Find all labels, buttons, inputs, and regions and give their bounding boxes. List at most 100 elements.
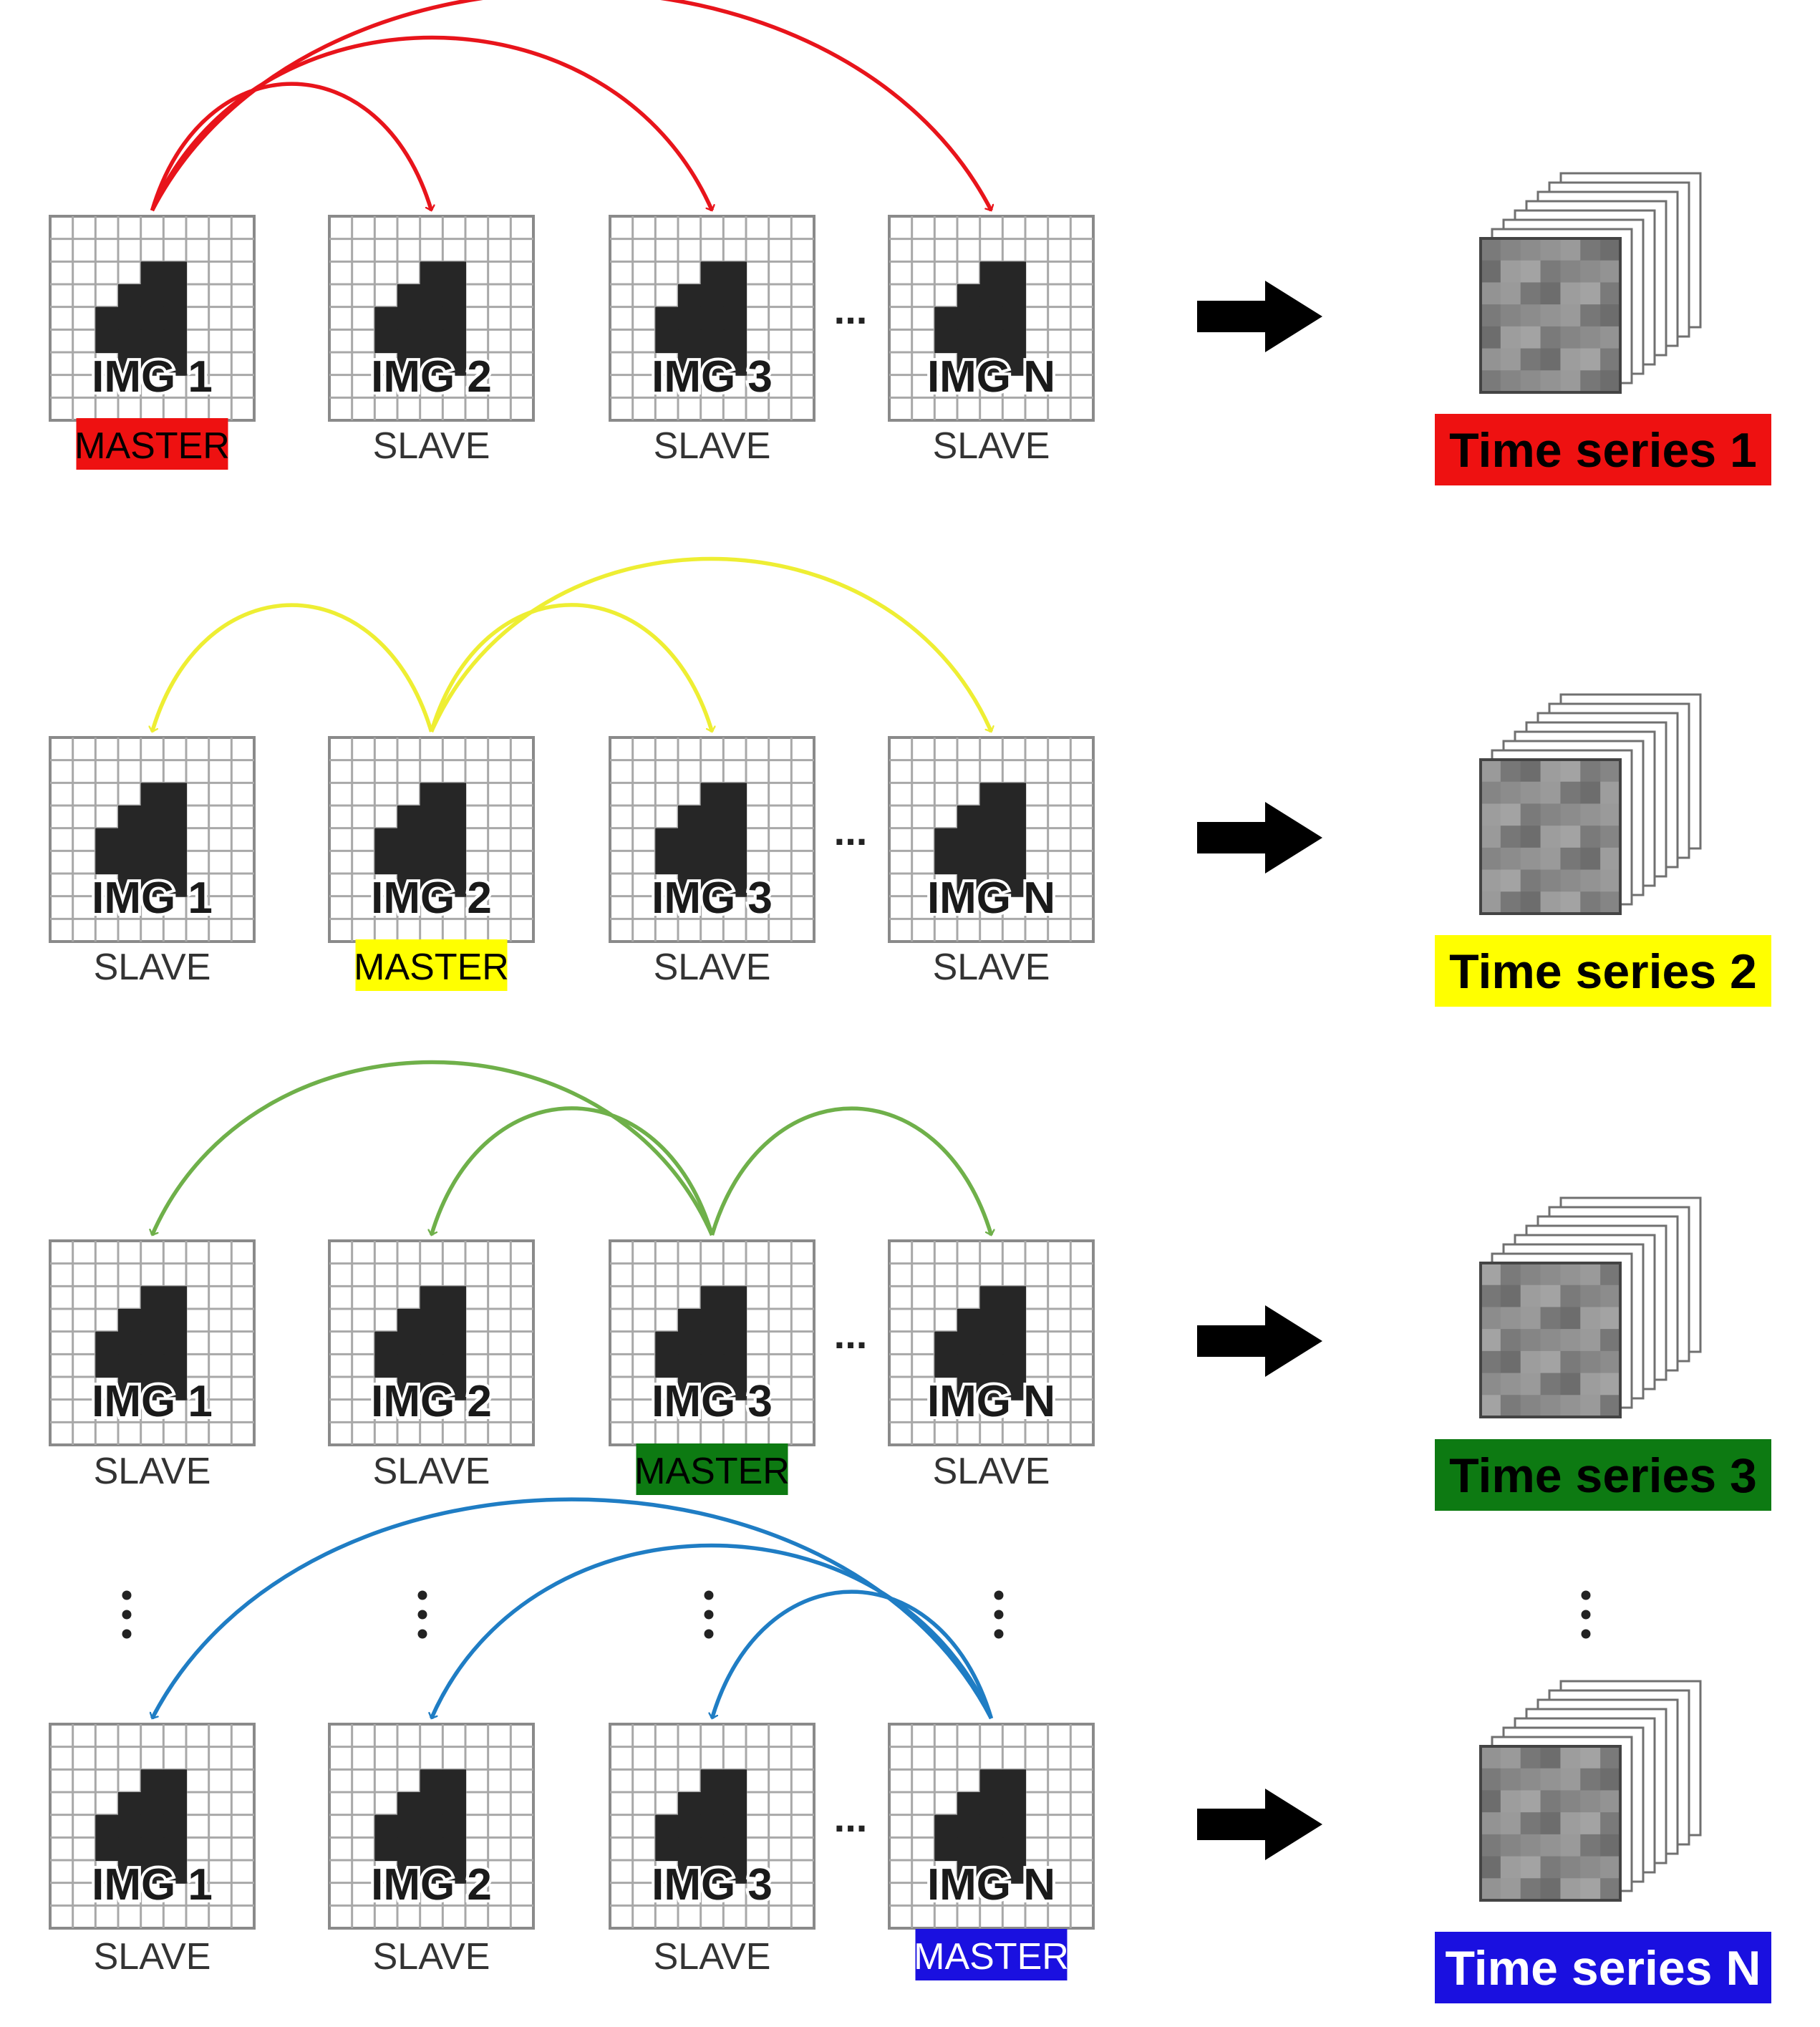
noise-pixel bbox=[1481, 1790, 1501, 1814]
dark-pixel bbox=[140, 1837, 165, 1861]
dark-pixel bbox=[140, 1814, 165, 1839]
noise-pixel bbox=[1540, 869, 1562, 893]
dark-pixel bbox=[442, 1286, 466, 1310]
noise-pixel bbox=[1500, 238, 1521, 261]
dark-pixel bbox=[163, 828, 187, 852]
slave-label: SLAVE bbox=[373, 425, 490, 467]
dark-pixel bbox=[655, 1814, 679, 1839]
noise-pixel bbox=[1580, 847, 1602, 871]
dark-pixel bbox=[700, 1286, 725, 1310]
image-label: IMG 1 bbox=[92, 1377, 213, 1426]
dark-pixel bbox=[700, 851, 725, 874]
noise-pixel bbox=[1481, 1285, 1501, 1308]
dark-pixel bbox=[118, 1792, 142, 1816]
image-label: IMG 3 bbox=[652, 874, 773, 923]
dark-pixel bbox=[1002, 329, 1026, 353]
noise-pixel bbox=[1481, 847, 1501, 871]
time-series-highlight bbox=[1435, 414, 1771, 485]
image-label: IMG N bbox=[927, 1860, 1055, 1910]
dark-pixel bbox=[397, 1354, 421, 1378]
noise-pixel bbox=[1560, 1746, 1582, 1769]
slave-label: SLAVE bbox=[94, 947, 211, 988]
registration-arc bbox=[150, 82, 432, 211]
image-label: IMG N bbox=[927, 874, 1055, 923]
noise-pixel bbox=[1540, 891, 1562, 914]
ellipsis-dot bbox=[704, 1590, 714, 1600]
noise-pixel bbox=[1481, 238, 1501, 261]
noise-pixel bbox=[1481, 1768, 1501, 1791]
ellipsis-dot bbox=[122, 1610, 132, 1620]
dark-pixel bbox=[700, 1814, 725, 1839]
dark-pixel bbox=[140, 783, 165, 806]
dark-pixel bbox=[420, 284, 444, 308]
front-frame bbox=[1479, 237, 1622, 394]
time-series-label: Time series N bbox=[1445, 1941, 1761, 1995]
noise-pixel bbox=[1520, 1307, 1541, 1330]
noise-pixel bbox=[1600, 348, 1621, 372]
slave-label: SLAVE bbox=[373, 1936, 490, 1978]
noise-pixel bbox=[1560, 803, 1582, 827]
image-tile bbox=[49, 1239, 256, 1446]
noise-pixel bbox=[1580, 1768, 1602, 1791]
dark-pixel bbox=[95, 1354, 119, 1378]
dark-pixel bbox=[442, 828, 466, 852]
noise-pixel bbox=[1560, 238, 1582, 261]
noise-pixel bbox=[1580, 781, 1602, 805]
dark-pixel bbox=[397, 352, 421, 376]
noise-pixel bbox=[1600, 1373, 1621, 1396]
noise-pixel bbox=[1500, 869, 1521, 893]
noise-pixel bbox=[1600, 847, 1621, 871]
noise-pixel bbox=[1500, 781, 1521, 805]
dark-pixel bbox=[723, 329, 747, 353]
dark-pixel bbox=[374, 1354, 398, 1378]
noise-pixel bbox=[1580, 1812, 1602, 1835]
dark-pixel bbox=[442, 1860, 466, 1884]
right-arrow-icon bbox=[1197, 281, 1322, 352]
time-series-stack bbox=[1479, 1196, 1702, 1418]
noise-pixel bbox=[1540, 1263, 1562, 1286]
dark-pixel bbox=[957, 329, 981, 353]
master-label: MASTER bbox=[74, 425, 230, 467]
dark-pixel bbox=[1002, 874, 1026, 897]
noise-pixel bbox=[1580, 869, 1602, 893]
dark-pixel bbox=[163, 284, 187, 308]
dark-pixel bbox=[678, 1792, 702, 1816]
noise-pixel bbox=[1600, 803, 1621, 827]
dark-pixel bbox=[140, 1377, 165, 1400]
image-tile bbox=[888, 736, 1095, 943]
master-label: MASTER bbox=[634, 1451, 790, 1492]
dark-pixel bbox=[934, 306, 958, 331]
dark-pixel bbox=[655, 1331, 679, 1355]
noise-pixel bbox=[1481, 1350, 1501, 1374]
noise-pixel bbox=[1520, 760, 1541, 783]
dark-pixel bbox=[118, 1860, 142, 1884]
dark-pixel bbox=[979, 1377, 1004, 1400]
noise-pixel bbox=[1580, 1307, 1602, 1330]
dark-pixel bbox=[118, 874, 142, 897]
slave-label: SLAVE bbox=[933, 1451, 1050, 1492]
noise-pixel bbox=[1560, 1307, 1582, 1330]
dark-pixel bbox=[95, 306, 119, 331]
noise-pixel bbox=[1500, 803, 1521, 827]
dark-pixel bbox=[374, 1331, 398, 1355]
dark-pixel bbox=[1002, 1309, 1026, 1332]
registration-arc bbox=[153, 603, 434, 732]
noise-pixel bbox=[1520, 348, 1541, 372]
dark-pixel bbox=[678, 851, 702, 874]
image-label: IMG N bbox=[927, 352, 1055, 402]
dark-pixel bbox=[420, 806, 444, 829]
dark-pixel bbox=[678, 1354, 702, 1378]
noise-pixel bbox=[1560, 260, 1582, 284]
image-label: IMG 3 bbox=[652, 352, 773, 402]
dark-pixel bbox=[700, 284, 725, 308]
noise-pixel bbox=[1520, 304, 1541, 327]
image-label: IMG 2 bbox=[371, 1860, 492, 1910]
ellipsis-dot bbox=[122, 1629, 132, 1639]
dark-pixel bbox=[934, 1354, 958, 1378]
dark-pixel bbox=[442, 1309, 466, 1332]
dark-pixel bbox=[140, 261, 165, 285]
dark-pixel bbox=[979, 284, 1004, 308]
dark-pixel bbox=[420, 352, 444, 376]
dark-pixel bbox=[1002, 1377, 1026, 1400]
dark-pixel bbox=[700, 1309, 725, 1332]
